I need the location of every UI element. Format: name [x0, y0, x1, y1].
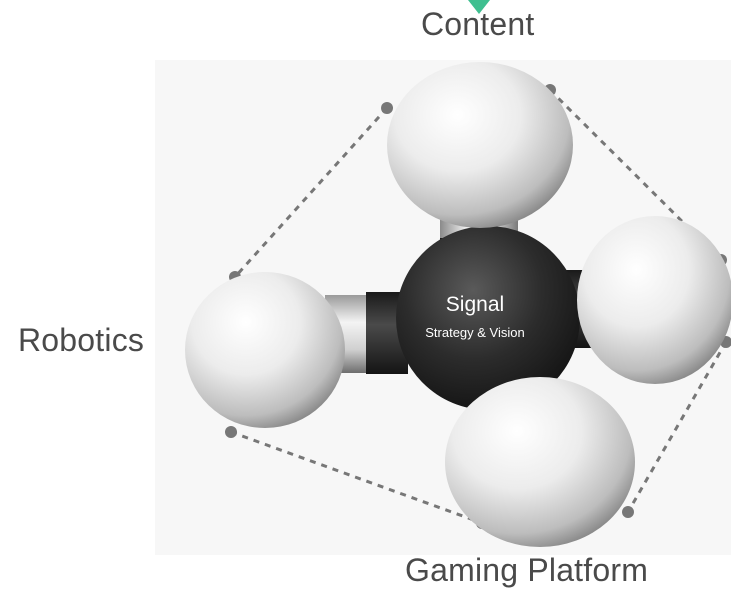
sphere-robotics — [185, 272, 345, 428]
sphere-right — [577, 216, 731, 384]
sphere-content — [387, 62, 573, 228]
edge-left-bottom — [230, 430, 483, 525]
node-label-content: Content — [421, 6, 535, 42]
center-sphere — [396, 226, 580, 410]
node-label-gaming-platform: Gaming Platform — [405, 552, 649, 588]
vertex-dot — [381, 102, 393, 114]
center-subtitle: Strategy & Vision — [425, 325, 525, 340]
node-label-robotics: Robotics — [18, 322, 145, 358]
vertex-dot — [622, 506, 634, 518]
edge-top-right — [548, 88, 723, 262]
vertex-dot — [225, 426, 237, 438]
center-title: Signal — [445, 293, 505, 316]
accent-triangle-icon — [468, 0, 490, 14]
edge-top-left — [233, 106, 389, 279]
edge-right-bottom — [626, 341, 728, 513]
sphere-gaming — [445, 377, 635, 547]
